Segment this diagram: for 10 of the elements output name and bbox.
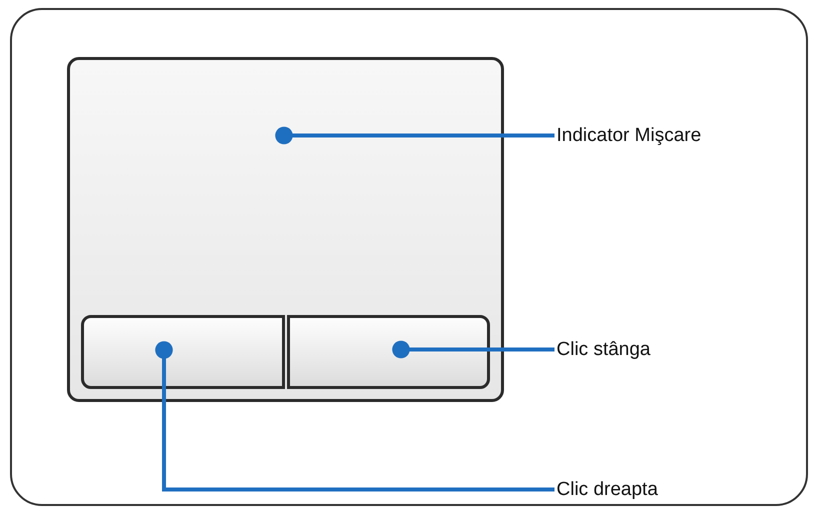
touchpad-surface [66,56,504,402]
callout-label: Clic stânga [556,338,650,362]
left-button [80,314,284,388]
right-button [286,314,490,388]
leader-line [155,341,554,492]
leader-line [275,126,554,144]
callout-label: Clic dreapta [556,478,658,502]
leader-line [392,340,554,358]
callout-label: Indicator Mişcare [556,124,702,148]
laptop-frame [10,8,808,506]
